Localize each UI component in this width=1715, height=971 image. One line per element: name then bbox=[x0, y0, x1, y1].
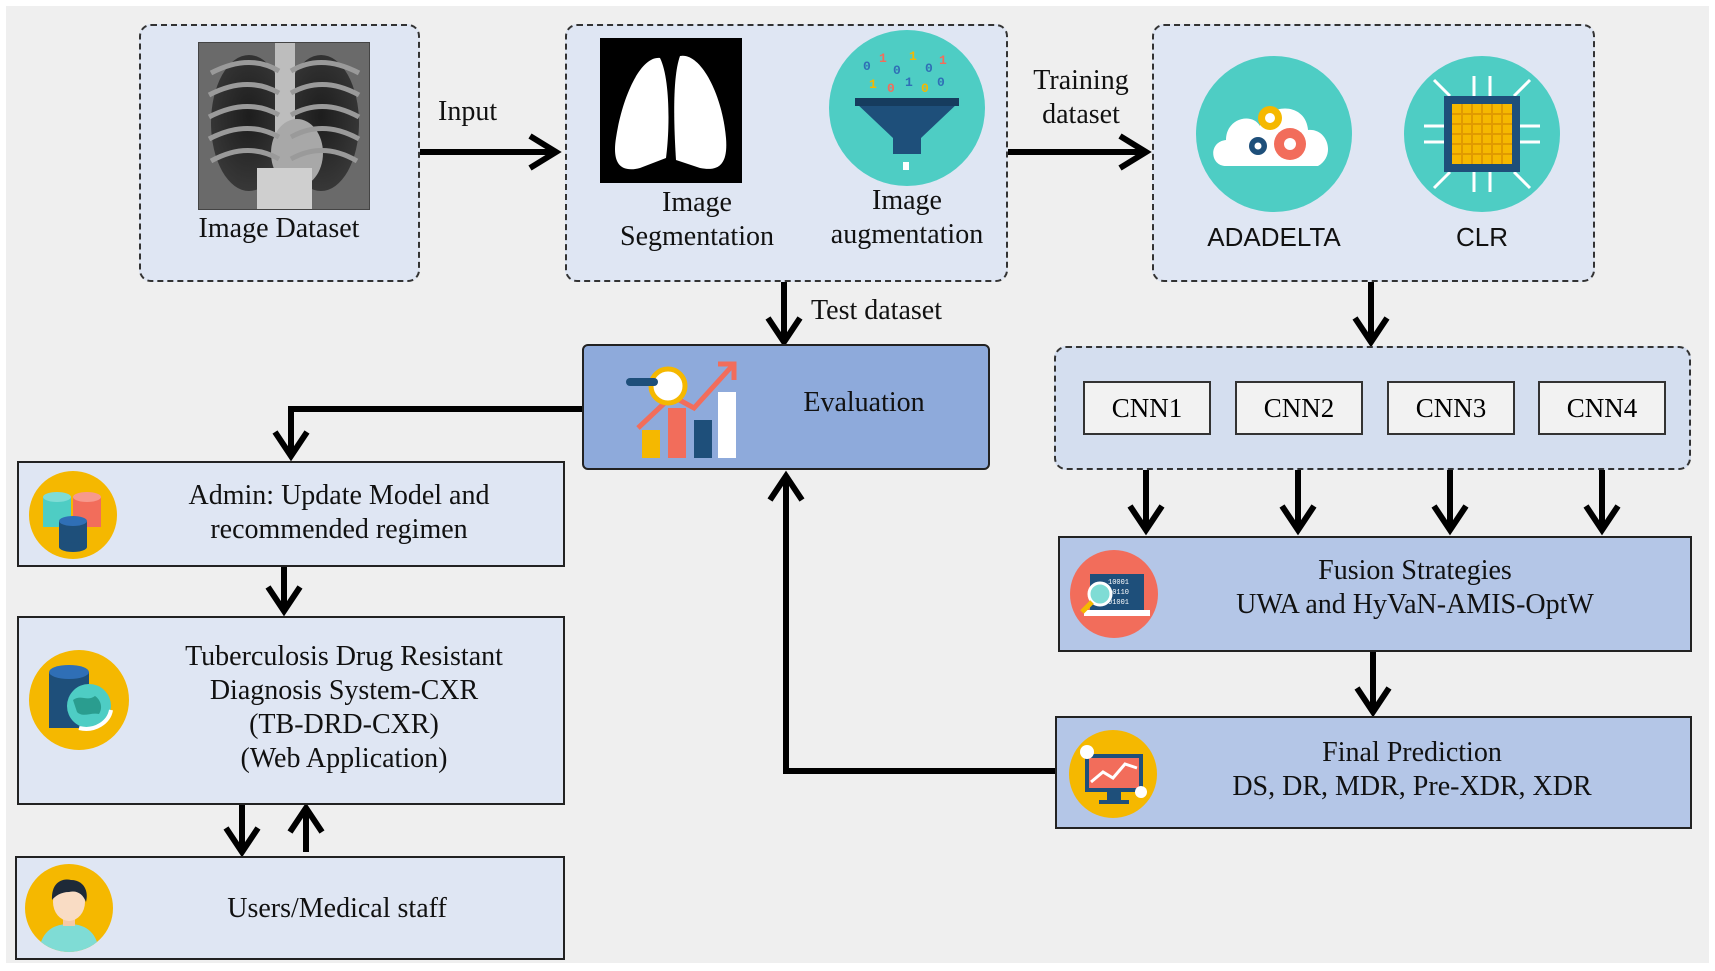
users-label: Users/Medical staff bbox=[227, 893, 447, 924]
cnn1-box: CNN1 bbox=[1083, 381, 1211, 435]
lung-segmentation-mask bbox=[600, 38, 742, 183]
edge-training bbox=[1006, 133, 1152, 171]
image-augmentation-label: Image augmentation bbox=[830, 185, 984, 250]
clr-label: CLR bbox=[1455, 222, 1508, 252]
image-dataset-label: Image Dataset bbox=[198, 213, 360, 244]
edge-fusion-to-final bbox=[1354, 652, 1392, 718]
database-icon bbox=[29, 471, 117, 559]
chart-monitor-icon bbox=[1069, 730, 1157, 818]
edge-test bbox=[765, 282, 803, 348]
svg-text:0: 0 bbox=[925, 61, 933, 76]
adadelta-label: ADADELTA bbox=[1207, 222, 1341, 252]
edge-final-to-eval bbox=[767, 470, 1055, 774]
admin-box: Admin: Update Model and recommended regi… bbox=[17, 461, 565, 567]
label-test-dataset: Test dataset bbox=[811, 295, 942, 326]
svg-text:0: 0 bbox=[937, 75, 945, 90]
evaluation-label: Evaluation bbox=[803, 387, 925, 418]
fusion-box: 10001 10110 01001 Fusion Strategies UWA an… bbox=[1058, 536, 1692, 652]
optimizers-box: ADADELTA CLR bbox=[1152, 24, 1595, 282]
svg-text:1: 1 bbox=[905, 75, 913, 90]
chip-icon bbox=[1404, 56, 1560, 212]
analytics-chart-icon bbox=[620, 352, 740, 462]
tb-system-label: Tuberculosis Drug Resistant Diagnosis Sy… bbox=[185, 641, 503, 774]
tb-system-box: Tuberculosis Drug Resistant Diagnosis Sy… bbox=[17, 616, 565, 805]
cnn4-box: CNN4 bbox=[1538, 381, 1666, 435]
svg-text:1: 1 bbox=[909, 49, 917, 64]
image-dataset-box: Image Dataset bbox=[139, 24, 420, 282]
cnn3-box: CNN3 bbox=[1387, 381, 1515, 435]
edge-opt-to-cnn bbox=[1352, 282, 1390, 348]
final-prediction-box: Final Prediction DS, DR, MDR, Pre-XDR, X… bbox=[1055, 716, 1692, 829]
fusion-label: Fusion Strategies UWA and HyVaN-AMIS-Opt… bbox=[1236, 555, 1594, 620]
svg-text:1: 1 bbox=[939, 53, 947, 68]
edge-admin-to-system bbox=[265, 567, 303, 617]
user-avatar-icon bbox=[25, 864, 113, 952]
admin-label: Admin: Update Model and recommended regi… bbox=[188, 480, 490, 545]
svg-text:10110: 10110 bbox=[1108, 589, 1129, 597]
svg-text:0: 0 bbox=[921, 81, 929, 96]
edge-input bbox=[418, 133, 562, 171]
edge-system-users bbox=[223, 802, 325, 858]
cloud-gears-icon bbox=[1196, 56, 1352, 212]
code-monitor-icon: 10001 10110 01001 bbox=[1070, 550, 1158, 638]
svg-text:0: 0 bbox=[893, 63, 901, 78]
svg-text:01001: 01001 bbox=[1108, 599, 1129, 607]
final-prediction-label: Final Prediction DS, DR, MDR, Pre-XDR, X… bbox=[1232, 737, 1592, 802]
svg-text:1: 1 bbox=[879, 51, 887, 66]
globe-database-icon bbox=[29, 650, 129, 750]
evaluation-box: Evaluation bbox=[582, 344, 990, 470]
label-input: Input bbox=[438, 96, 498, 127]
svg-text:0: 0 bbox=[887, 81, 895, 96]
svg-text:1: 1 bbox=[869, 77, 877, 92]
users-box: Users/Medical staff bbox=[15, 856, 565, 960]
cnn2-box: CNN2 bbox=[1235, 381, 1363, 435]
svg-text:10001: 10001 bbox=[1108, 579, 1129, 587]
edge-eval-to-admin bbox=[272, 406, 582, 462]
xray-image bbox=[198, 42, 370, 210]
label-training-dataset: Training dataset bbox=[1033, 65, 1129, 130]
svg-text:0: 0 bbox=[863, 59, 871, 74]
image-segmentation-label: Image Segmentation bbox=[620, 187, 774, 252]
